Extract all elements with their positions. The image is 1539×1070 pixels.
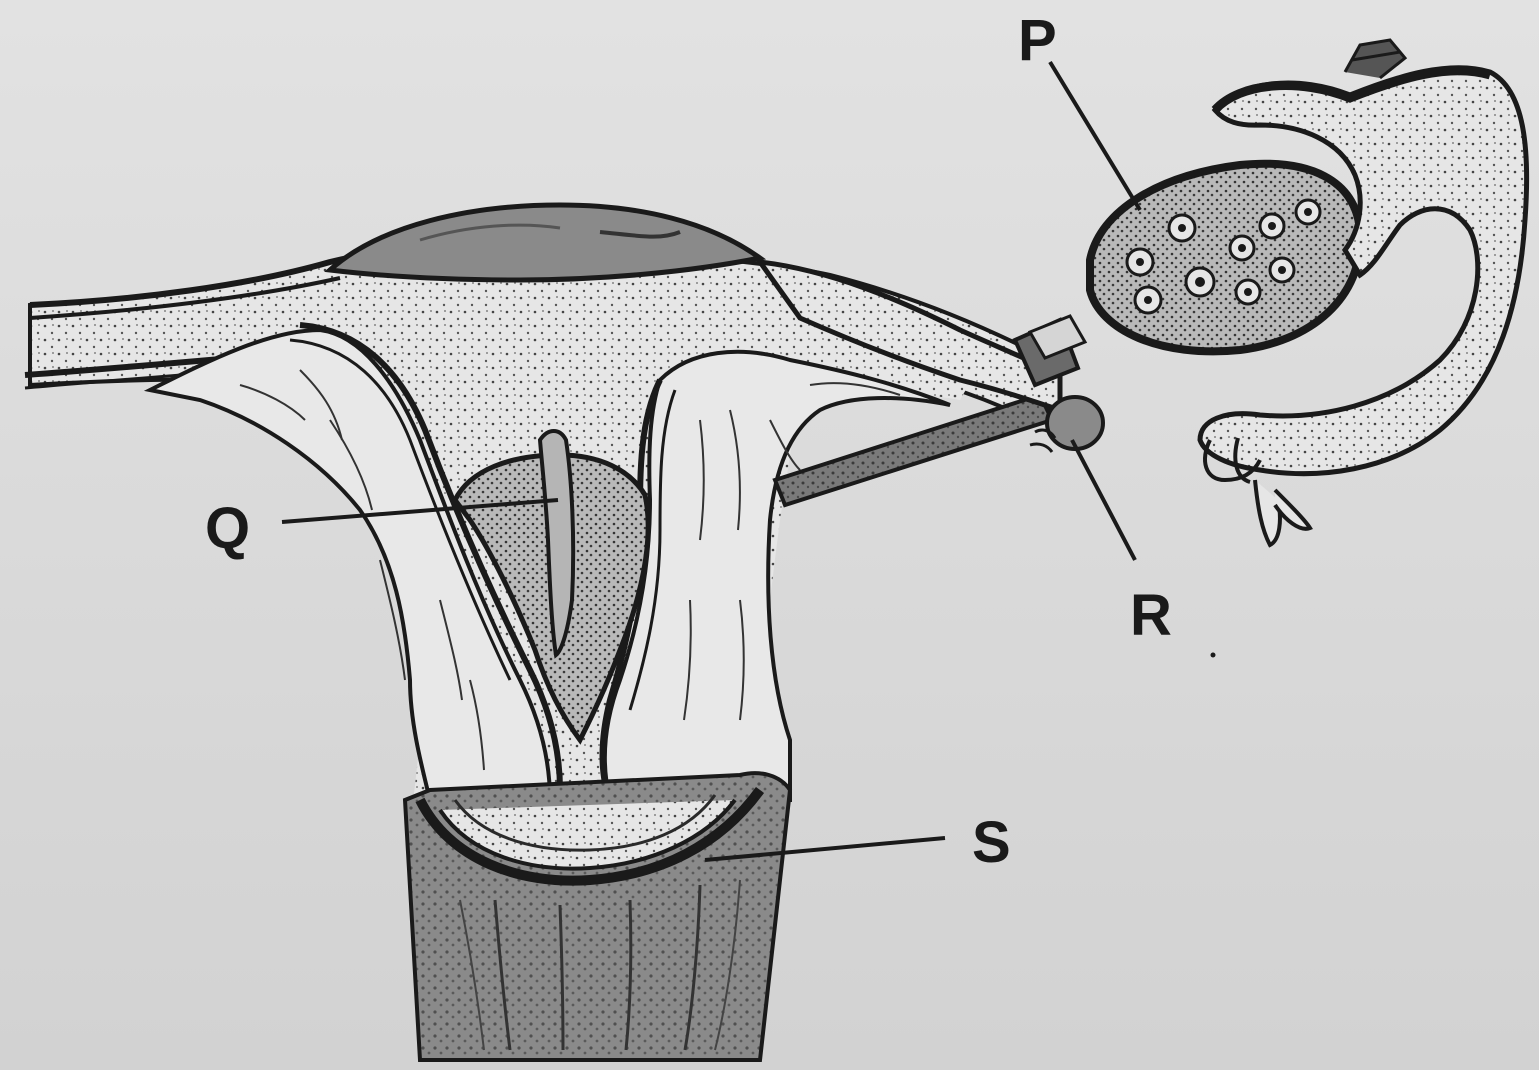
label-p: P (1018, 8, 1057, 73)
leader-line-r (1072, 440, 1135, 560)
label-q: Q (205, 496, 250, 561)
label-r: R (1130, 583, 1172, 648)
uterine-wall-right (603, 352, 951, 800)
leader-line-p (1050, 62, 1140, 210)
fundus-cap (330, 205, 760, 280)
label-s: S (972, 810, 1011, 875)
speck-dot (1211, 653, 1216, 658)
cervix (405, 773, 790, 1060)
